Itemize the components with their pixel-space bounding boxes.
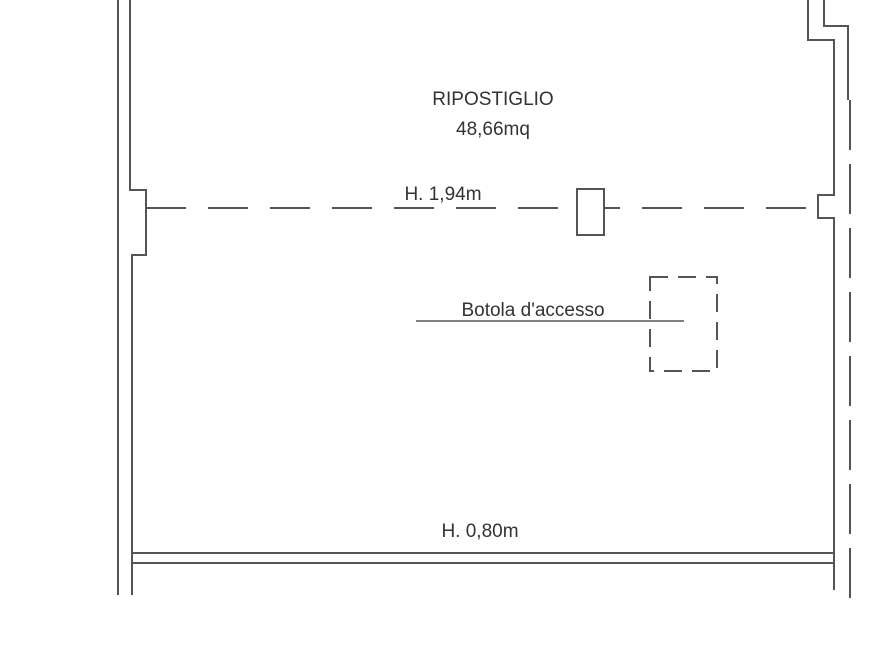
room-area: 48,66mq [456,119,530,140]
height-upper-label: H. 1,94m [404,184,481,205]
hatch-outline [649,276,718,372]
height-lower-label: H. 0,80m [441,521,518,542]
beam-post [576,188,605,236]
low-wall-strip [132,552,834,564]
height-change-line [146,188,818,236]
room-name: RIPOSTIGLIO [432,89,553,110]
access-hatch [416,276,718,372]
left-wall [117,0,147,595]
hatch-label: Botola d'accesso [461,300,604,321]
right-wall [807,0,849,590]
